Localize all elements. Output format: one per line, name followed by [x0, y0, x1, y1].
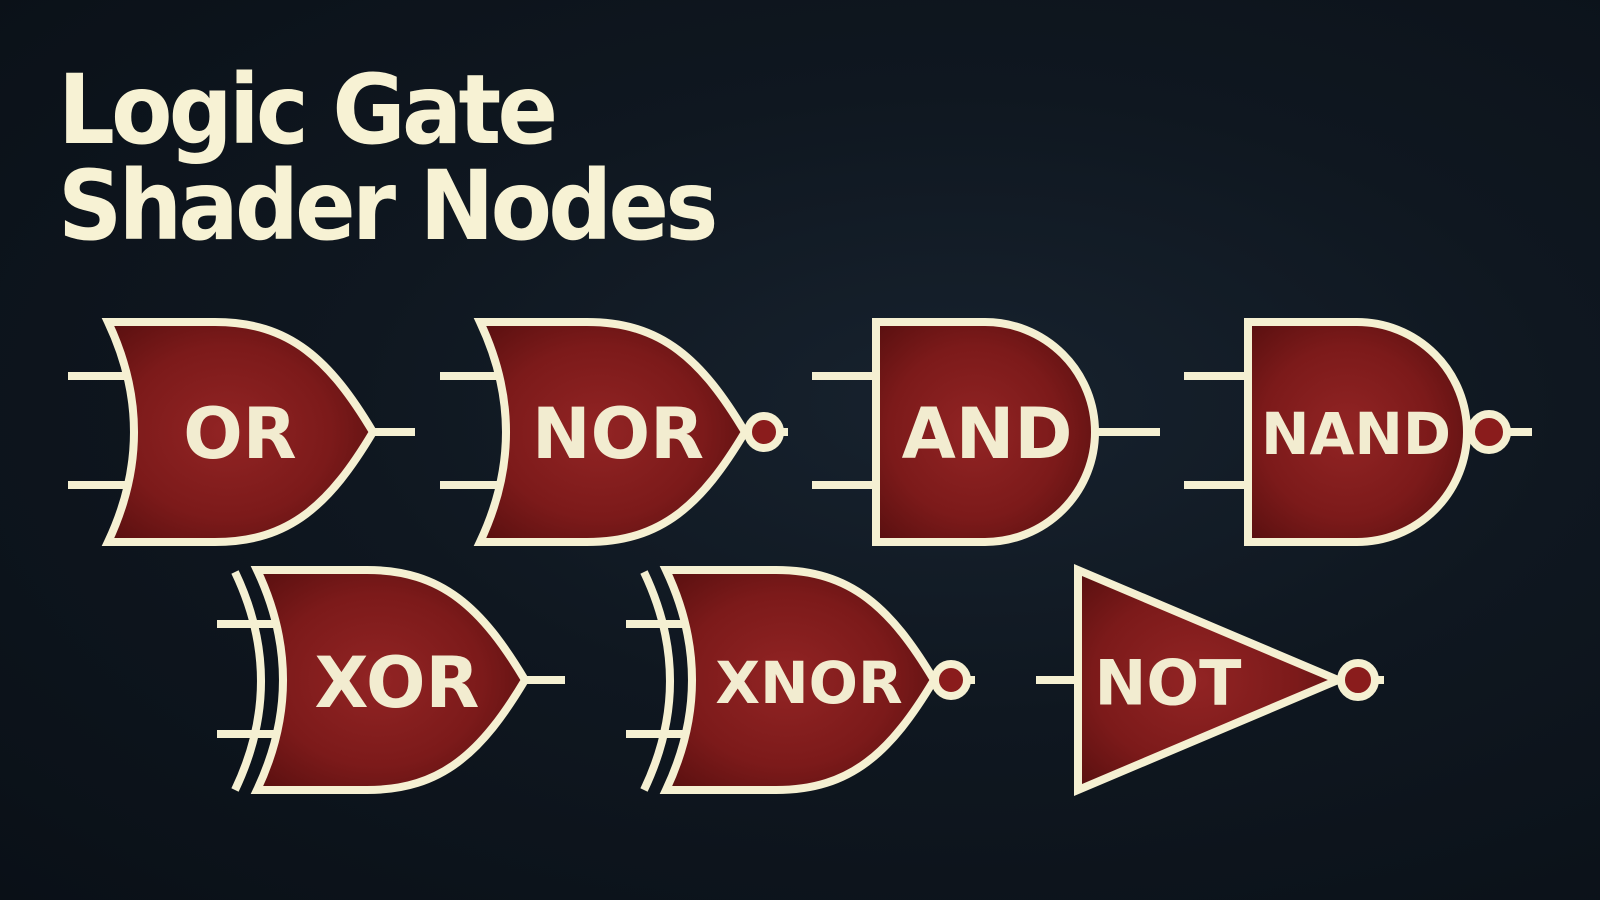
or-label: OR — [183, 393, 296, 475]
nand-label: NAND — [1261, 400, 1451, 468]
and-body — [872, 318, 1099, 546]
title-line-2: Shader Nodes — [58, 150, 718, 262]
not-body — [1074, 563, 1349, 797]
not-inverter-bubble — [1337, 659, 1379, 701]
title-line-1: Logic Gate — [58, 54, 558, 166]
xor-gate: XOR — [217, 566, 565, 794]
xnor-inverter-bubble — [931, 660, 971, 700]
page-title: Logic Gate Shader Nodes — [58, 54, 718, 262]
and-gate: AND — [812, 318, 1160, 546]
or-gate: OR — [68, 318, 415, 546]
not-label: NOT — [1095, 647, 1242, 720]
xor-label: XOR — [315, 642, 480, 724]
xnor-body — [659, 566, 939, 794]
nor-gate: NOR — [440, 318, 788, 546]
xor-extra-arc — [231, 570, 265, 792]
and-label: AND — [902, 393, 1073, 475]
nor-inverter-bubble — [744, 412, 784, 452]
xnor-label: XNOR — [715, 649, 902, 717]
nand-inverter-bubble — [1467, 410, 1511, 454]
nand-body — [1244, 318, 1471, 546]
xor-body — [250, 566, 530, 794]
nor-label: NOR — [532, 393, 704, 475]
nand-gate: NAND — [1184, 318, 1532, 546]
xnor-extra-arc — [640, 570, 674, 792]
nor-body — [473, 318, 750, 546]
or-body — [101, 318, 378, 546]
xnor-gate: XNOR — [626, 566, 975, 794]
not-gate: NOT — [1036, 563, 1384, 797]
